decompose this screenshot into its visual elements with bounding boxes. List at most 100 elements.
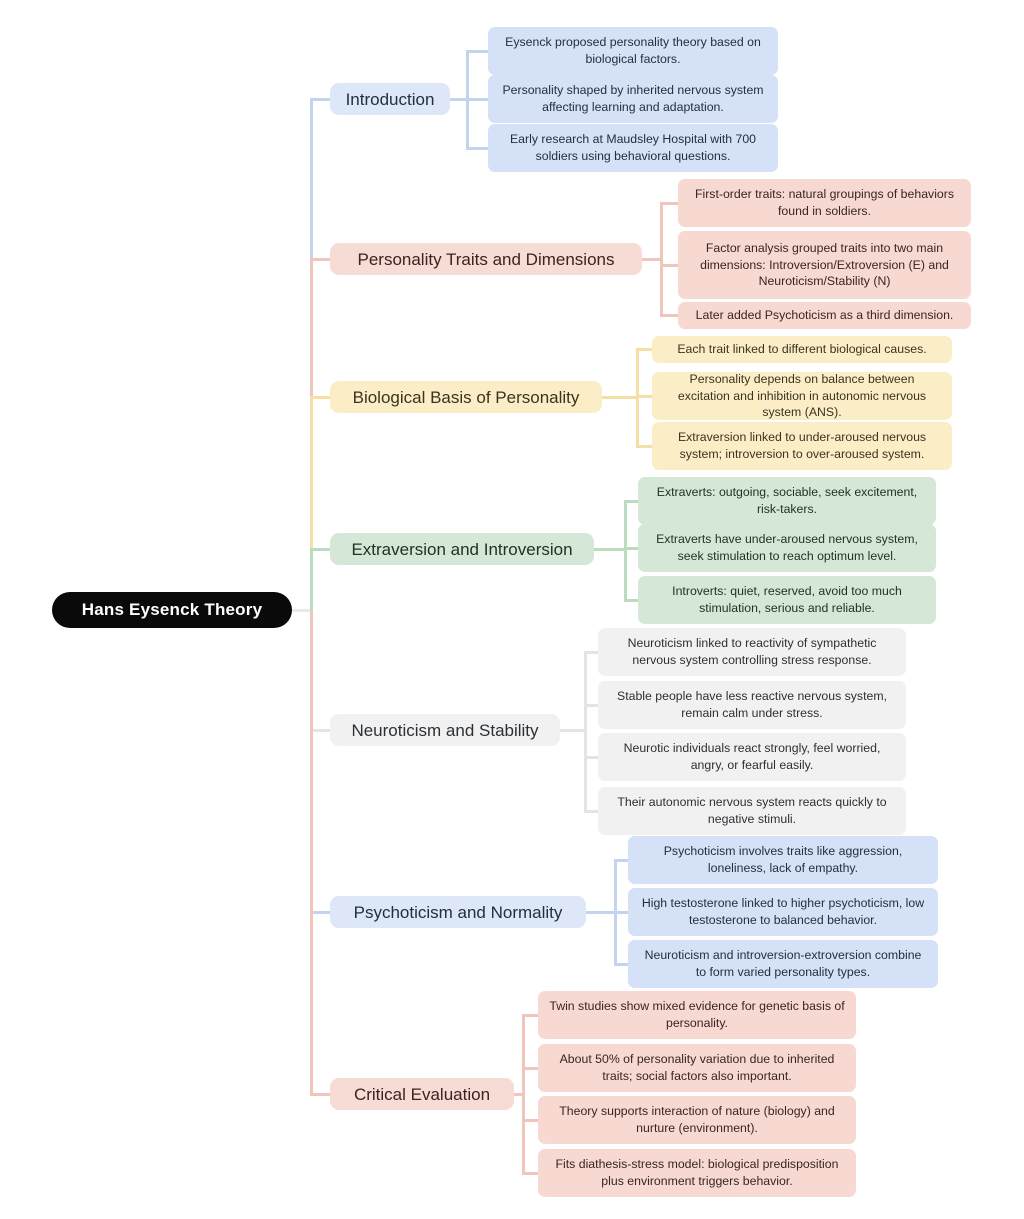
leaf-connector-5-2: [584, 704, 601, 707]
leaf-node-4-1[interactable]: Extraverts: outgoing, sociable, seek exc…: [638, 477, 936, 525]
leaf-node-1-2[interactable]: Personality shaped by inherited nervous …: [488, 75, 778, 123]
leaf-node-label: First-order traits: natural groupings of…: [694, 187, 955, 218]
leaf-connector-4-1: [624, 500, 641, 503]
leaf-node-1-1[interactable]: Eysenck proposed personality theory base…: [488, 27, 778, 75]
leaf-node-label: Twin studies show mixed evidence for gen…: [549, 999, 845, 1030]
leaf-connector-3-3: [636, 445, 655, 448]
leaf-node-3-1[interactable]: Each trait linked to different biologica…: [652, 335, 952, 363]
leaf-node-6-3[interactable]: Neuroticism and introversion-extroversio…: [628, 940, 938, 988]
leaf-node-label: Neuroticism linked to reactivity of symp…: [627, 636, 877, 667]
leaf-node-label: Stable people have less reactive nervous…: [617, 689, 887, 720]
branch-connector-1: [310, 98, 332, 101]
leaf-node-5-2[interactable]: Stable people have less reactive nervous…: [598, 681, 906, 729]
branch-node-label: Extraversion and Introversion: [351, 539, 573, 559]
leaf-connector-1-3: [466, 147, 491, 150]
branch-node-4[interactable]: Extraversion and Introversion: [330, 533, 594, 565]
leaf-connector-6-1: [614, 859, 631, 862]
branch-spine-stub-1: [450, 98, 469, 101]
leaf-spine-7: [522, 1015, 525, 1173]
trunk-connector-7: [310, 610, 313, 1094]
leaf-node-label: High testosterone linked to higher psych…: [641, 896, 925, 927]
leaf-node-label: Fits diathesis-stress model: biological …: [555, 1157, 839, 1188]
leaf-node-4-3[interactable]: Introverts: quiet, reserved, avoid too m…: [638, 576, 936, 624]
leaf-node-label: Introverts: quiet, reserved, avoid too m…: [672, 584, 902, 615]
leaf-node-label: Extraversion linked to under-aroused ner…: [677, 430, 927, 461]
branch-node-label: Psychoticism and Normality: [353, 902, 563, 922]
leaf-connector-5-3: [584, 756, 601, 759]
branch-connector-7: [310, 1093, 332, 1096]
branch-spine-stub-3: [602, 396, 639, 399]
leaf-connector-6-2: [614, 911, 631, 914]
leaf-node-1-3[interactable]: Early research at Maudsley Hospital with…: [488, 124, 778, 172]
branch-node-label: Critical Evaluation: [353, 1084, 491, 1104]
branch-spine-stub-7: [514, 1093, 525, 1096]
branch-connector-4: [310, 548, 332, 551]
branch-node-2[interactable]: Personality Traits and Dimensions: [330, 243, 642, 275]
leaf-spine-5: [584, 652, 587, 811]
leaf-spine-4: [624, 501, 627, 600]
leaf-node-3-2[interactable]: Personality depends on balance between e…: [652, 372, 952, 420]
branch-spine-stub-5: [560, 729, 587, 732]
leaf-connector-3-2: [636, 395, 655, 398]
leaf-node-label: Their autonomic nervous system reacts qu…: [617, 795, 887, 826]
branch-node-label: Personality Traits and Dimensions: [357, 249, 615, 269]
leaf-connector-1-2: [466, 98, 491, 101]
leaf-node-label: Extraverts: outgoing, sociable, seek exc…: [656, 485, 918, 516]
branch-node-7[interactable]: Critical Evaluation: [330, 1078, 514, 1110]
leaf-node-5-4[interactable]: Their autonomic nervous system reacts qu…: [598, 787, 906, 835]
branch-connector-5: [310, 729, 332, 732]
branch-node-1[interactable]: Introduction: [330, 83, 450, 115]
leaf-node-label: About 50% of personality variation due t…: [559, 1052, 835, 1083]
leaf-node-6-2[interactable]: High testosterone linked to higher psych…: [628, 888, 938, 936]
trunk-connector-4: [310, 549, 313, 610]
leaf-connector-6-3: [614, 963, 631, 966]
leaf-connector-7-2: [522, 1067, 541, 1070]
leaf-node-label: Personality depends on balance between e…: [677, 371, 927, 420]
branch-spine-stub-2: [642, 258, 663, 261]
leaf-connector-1-1: [466, 50, 491, 53]
leaf-connector-2-1: [660, 202, 681, 205]
leaf-node-label: Factor analysis grouped traits into two …: [700, 240, 949, 289]
branch-node-5[interactable]: Neuroticism and Stability: [330, 714, 560, 746]
leaf-node-4-2[interactable]: Extraverts have under-aroused nervous sy…: [638, 524, 936, 572]
leaf-node-7-1[interactable]: Twin studies show mixed evidence for gen…: [538, 991, 856, 1039]
branch-node-6[interactable]: Psychoticism and Normality: [330, 896, 586, 928]
branch-connector-3: [310, 396, 332, 399]
leaf-node-label: Theory supports interaction of nature (b…: [559, 1104, 835, 1135]
leaf-node-7-3[interactable]: Theory supports interaction of nature (b…: [538, 1096, 856, 1144]
branch-connector-2: [310, 258, 332, 261]
leaf-connector-5-4: [584, 810, 601, 813]
leaf-connector-2-3: [660, 314, 681, 317]
leaf-node-7-4[interactable]: Fits diathesis-stress model: biological …: [538, 1149, 856, 1197]
leaf-connector-2-2: [660, 264, 681, 267]
leaf-node-label: Neuroticism and introversion-extroversio…: [644, 948, 922, 979]
leaf-node-2-3[interactable]: Later added Psychoticism as a third dime…: [678, 301, 971, 329]
leaf-node-3-3[interactable]: Extraversion linked to under-aroused ner…: [652, 422, 952, 470]
leaf-connector-4-2: [624, 547, 641, 550]
leaf-node-2-2[interactable]: Factor analysis grouped traits into two …: [678, 231, 971, 299]
leaf-connector-5-1: [584, 651, 601, 654]
leaf-connector-3-1: [636, 348, 655, 351]
root-node[interactable]: Hans Eysenck Theory: [52, 592, 292, 628]
leaf-connector-7-1: [522, 1014, 541, 1017]
branch-spine-stub-4: [594, 548, 627, 551]
leaf-node-label: Each trait linked to different biologica…: [677, 341, 927, 356]
leaf-node-7-2[interactable]: About 50% of personality variation due t…: [538, 1044, 856, 1092]
root-node-label: Hans Eysenck Theory: [81, 600, 263, 619]
leaf-node-label: Personality shaped by inherited nervous …: [502, 83, 764, 114]
branch-node-label: Neuroticism and Stability: [351, 720, 539, 740]
leaf-node-2-1[interactable]: First-order traits: natural groupings of…: [678, 179, 971, 227]
branch-connector-6: [310, 911, 332, 914]
leaf-node-5-3[interactable]: Neurotic individuals react strongly, fee…: [598, 733, 906, 781]
leaf-connector-7-4: [522, 1172, 541, 1175]
leaf-node-label: Psychoticism involves traits like aggres…: [663, 844, 903, 875]
branch-node-label: Biological Basis of Personality: [352, 387, 580, 407]
branch-node-3[interactable]: Biological Basis of Personality: [330, 381, 602, 413]
leaf-node-label: Neurotic individuals react strongly, fee…: [623, 741, 881, 772]
leaf-node-6-1[interactable]: Psychoticism involves traits like aggres…: [628, 836, 938, 884]
leaf-connector-4-3: [624, 599, 641, 602]
trunk-connector-3: [310, 397, 313, 610]
leaf-node-5-1[interactable]: Neuroticism linked to reactivity of symp…: [598, 628, 906, 676]
root-stub-connector: [292, 609, 313, 612]
